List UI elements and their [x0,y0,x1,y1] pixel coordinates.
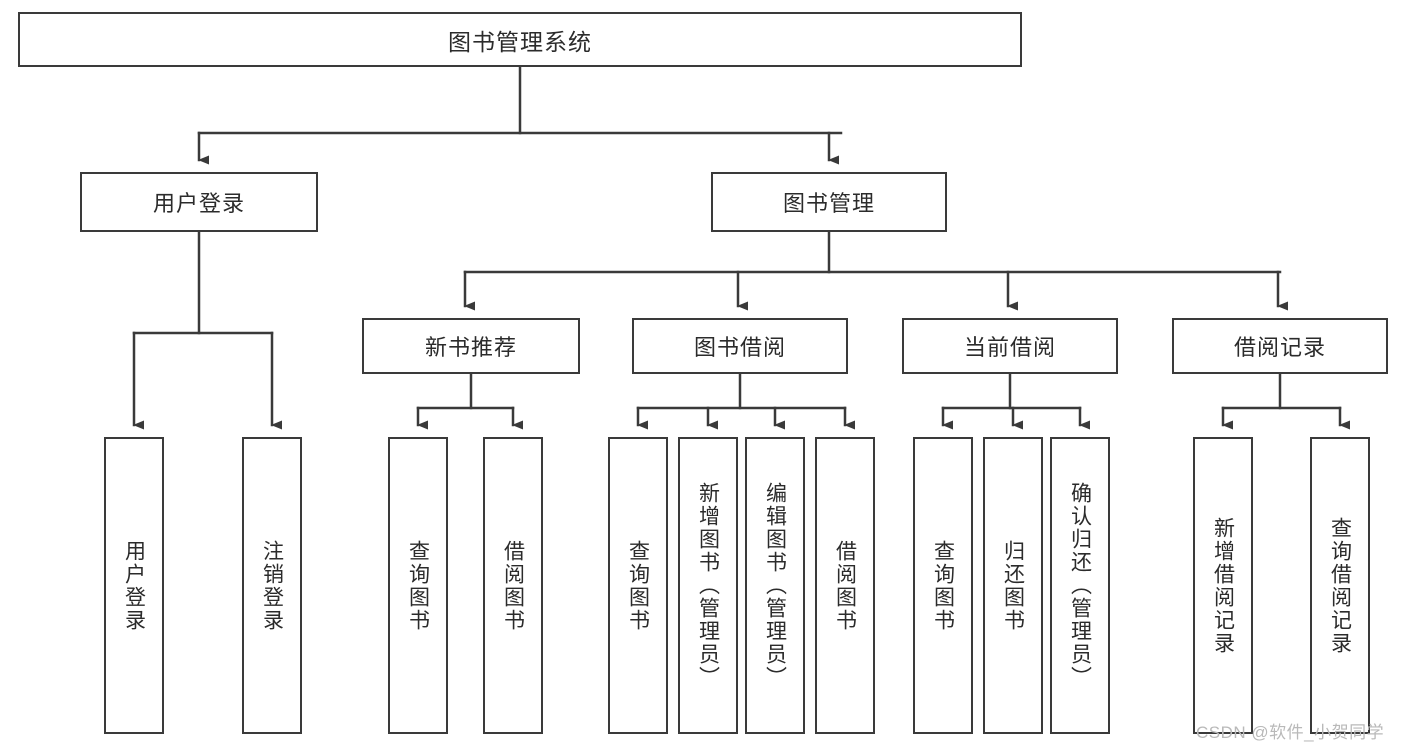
node-leaf-edit-book-label: 编辑图书（管理员） [763,482,787,689]
node-borrow-record[interactable]: 借阅记录 [1172,318,1388,374]
csdn-watermark: CSDN @软件_小贺同学 [1196,723,1385,742]
node-user-login-label: 用户登录 [152,191,245,216]
node-new-book-recommend-label: 新书推荐 [424,335,517,360]
node-leaf-confirm-return[interactable]: 确认归还（管理员） [1050,437,1110,734]
node-leaf-add-book[interactable]: 新增图书（管理员） [678,437,738,734]
node-leaf-user-login[interactable]: 用户登录 [104,437,164,734]
node-leaf-return-book[interactable]: 归还图书 [983,437,1043,734]
node-leaf-query-book-current[interactable]: 查询图书 [913,437,973,734]
node-leaf-borrow-book-recommend[interactable]: 借阅图书 [483,437,543,734]
node-leaf-borrow-book-label: 借阅图书 [833,539,857,632]
node-leaf-borrow-book-recommend-label: 借阅图书 [501,539,525,632]
node-leaf-add-book-label: 新增图书（管理员） [696,482,720,689]
node-current-borrow-label: 当前借阅 [963,335,1056,360]
node-book-borrow[interactable]: 图书借阅 [632,318,848,374]
node-leaf-query-borrow-record-label: 查询借阅记录 [1328,516,1352,655]
node-leaf-query-book-borrow[interactable]: 查询图书 [608,437,668,734]
node-leaf-edit-book[interactable]: 编辑图书（管理员） [745,437,805,734]
node-leaf-query-borrow-record[interactable]: 查询借阅记录 [1310,437,1370,734]
node-leaf-add-borrow-record-label: 新增借阅记录 [1211,516,1235,655]
node-borrow-record-label: 借阅记录 [1233,335,1326,360]
node-leaf-query-book-current-label: 查询图书 [931,539,955,632]
node-leaf-query-book-borrow-label: 查询图书 [626,539,650,632]
node-user-login[interactable]: 用户登录 [80,172,318,232]
node-book-management-label: 图书管理 [782,191,875,216]
node-leaf-return-book-label: 归还图书 [1001,539,1025,632]
node-leaf-confirm-return-label: 确认归还（管理员） [1068,482,1092,689]
node-leaf-logout-label: 注销登录 [260,539,284,632]
node-current-borrow[interactable]: 当前借阅 [902,318,1118,374]
node-leaf-add-borrow-record[interactable]: 新增借阅记录 [1193,437,1253,734]
node-book-borrow-label: 图书借阅 [693,335,786,360]
node-leaf-borrow-book[interactable]: 借阅图书 [815,437,875,734]
node-book-management[interactable]: 图书管理 [711,172,947,232]
node-leaf-logout[interactable]: 注销登录 [242,437,302,734]
node-leaf-query-book-recommend-label: 查询图书 [406,539,430,632]
node-leaf-user-login-label: 用户登录 [122,539,146,632]
node-root-label: 图书管理系统 [448,28,592,55]
node-leaf-query-book-recommend[interactable]: 查询图书 [388,437,448,734]
node-root[interactable]: 图书管理系统 [18,12,1022,67]
node-new-book-recommend[interactable]: 新书推荐 [362,318,580,374]
